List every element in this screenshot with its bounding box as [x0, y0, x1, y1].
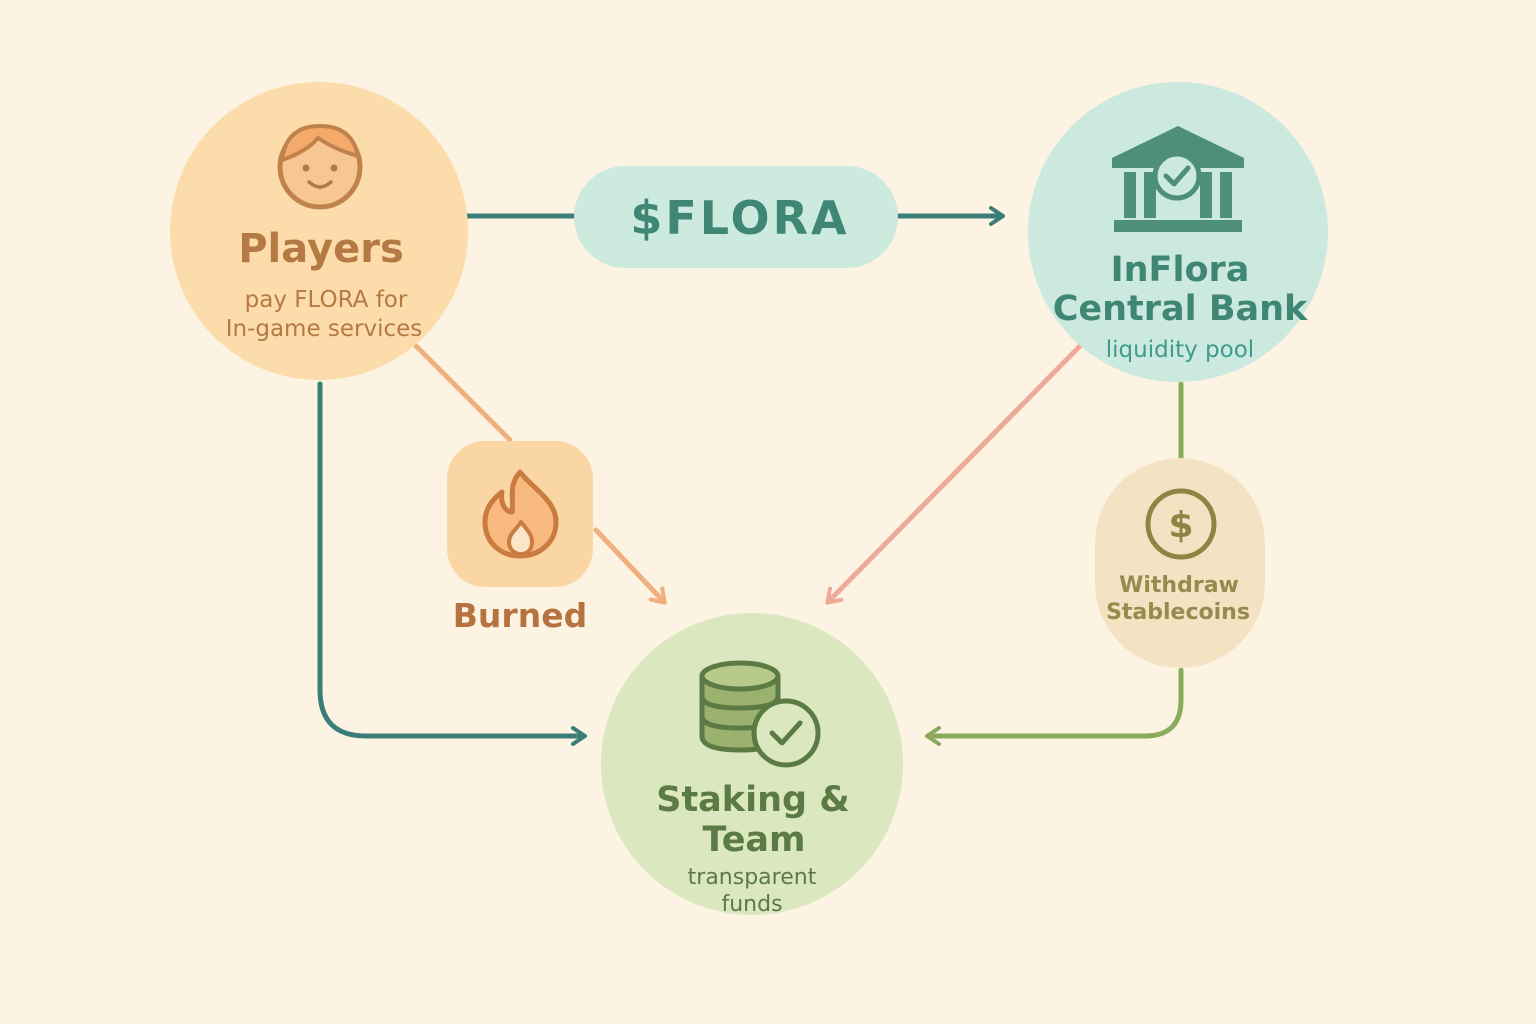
staking-subtitle-line2: funds — [721, 892, 782, 917]
token-label: $FLORA — [630, 191, 849, 245]
token-pill-shape — [574, 166, 898, 268]
bank-subtitle: liquidity pool — [1106, 337, 1254, 363]
staking-subtitle-line1: transparent — [688, 865, 817, 890]
staking-title-line2: Team — [702, 820, 805, 860]
burned-label: Burned — [453, 596, 587, 635]
staking-circle — [601, 613, 903, 915]
players-node: Players pay FLORA for In-game services — [170, 82, 468, 380]
withdraw-label-line1: Withdraw — [1119, 573, 1239, 598]
coin-stack-check-icon — [699, 660, 821, 768]
burned-to-staking-arrow — [593, 527, 667, 605]
players-to-burned-connector — [413, 343, 513, 443]
token-pill: $FLORA — [574, 166, 898, 268]
dollar-coin-icon: $ — [1145, 488, 1217, 560]
bank-title-line2: Central Bank — [1053, 289, 1308, 329]
burned-node: Burned — [447, 441, 593, 635]
smiling-face-icon — [277, 124, 363, 210]
players-subtitle-line1: pay FLORA for — [245, 287, 408, 313]
staking-title-line1: Staking & — [656, 780, 850, 820]
withdraw-node: $ Withdraw Stablecoins — [1095, 458, 1265, 668]
bank-check-icon — [1112, 126, 1244, 232]
flame-icon — [482, 469, 559, 559]
players-to-staking-arrow — [317, 381, 587, 746]
bank-node: InFlora Central Bank liquidity pool — [1028, 82, 1328, 382]
withdraw-label-line2: Stablecoins — [1106, 600, 1250, 625]
players-circle — [170, 82, 468, 380]
svg-text:$: $ — [1168, 505, 1193, 546]
withdraw-to-staking-arrow — [925, 667, 1184, 746]
players-title: Players — [238, 226, 404, 272]
staking-node: Staking & Team transparent funds — [601, 613, 903, 917]
bank-to-staking-arrow — [825, 343, 1083, 605]
players-subtitle-line2: In-game services — [226, 316, 423, 342]
withdraw-pill — [1095, 458, 1265, 668]
bank-title-line1: InFlora — [1111, 250, 1250, 290]
